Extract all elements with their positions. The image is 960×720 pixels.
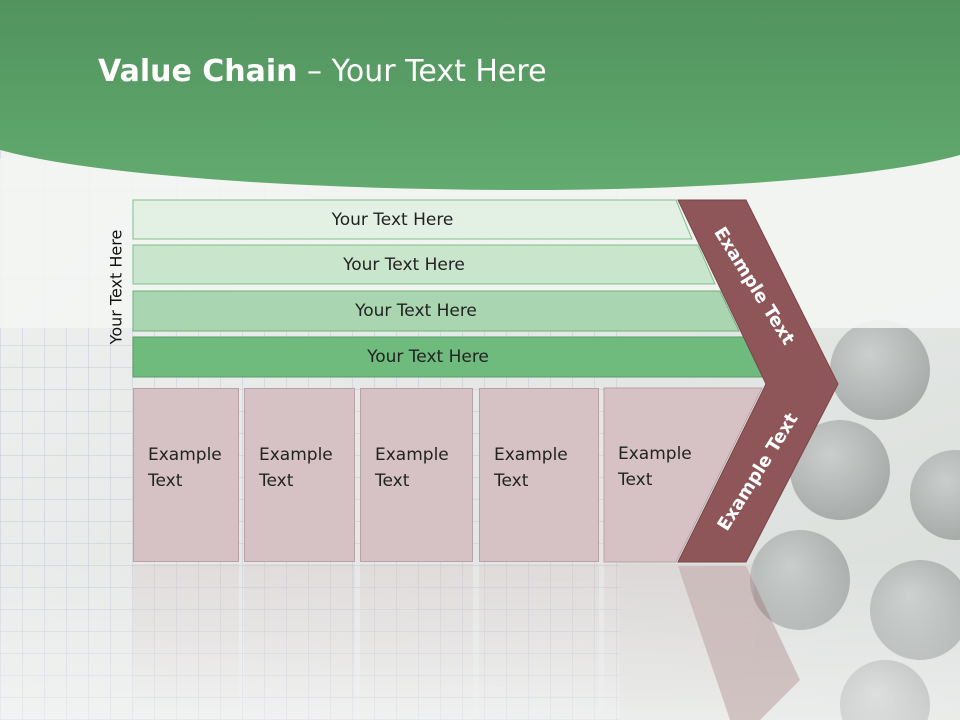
chevron-reflection (678, 566, 800, 720)
boxes-reflection (0, 564, 960, 720)
box-1-reflection (133, 564, 239, 720)
box-4-reflection (479, 564, 599, 720)
bar-1: Your Text Here (133, 200, 692, 239)
box-4: Example Text (479, 388, 599, 562)
box-2: Example Text (244, 388, 355, 562)
bar-3-label: Your Text Here (355, 300, 477, 321)
box-4-line2: Text (494, 471, 529, 491)
bar-4-label: Your Text Here (367, 346, 489, 367)
box-2-line2: Text (259, 471, 294, 491)
title-rest: – Your Text Here (297, 54, 547, 89)
box-5-line1: Example (618, 444, 692, 464)
bar-3: Your Text Here (133, 291, 739, 330)
page-title: Value Chain – Your Text Here (98, 54, 547, 89)
bar-1-shape (132, 199, 693, 240)
box-1: Example Text (133, 388, 239, 562)
box-5-shape (603, 387, 763, 563)
box-5-line2: Text (618, 470, 653, 490)
background-fade (0, 560, 960, 720)
box-5-reflection (604, 564, 754, 720)
bar-2: Your Text Here (133, 245, 715, 284)
box-3-reflection (360, 564, 473, 720)
bar-4: Your Text Here (133, 337, 763, 376)
chevron-shape (677, 199, 839, 563)
box-3-line2: Text (375, 471, 410, 491)
box-1-line2: Text (148, 471, 183, 491)
bar-2-label: Your Text Here (343, 254, 465, 275)
title-bold: Value Chain (98, 54, 298, 89)
calculator-key (870, 560, 960, 660)
box-5: Example Text (604, 388, 764, 562)
box-2-line1: Example (259, 445, 333, 465)
box-4-line1: Example (494, 445, 568, 465)
box-5-text: Example Text (618, 441, 692, 493)
calculator-key (750, 530, 850, 630)
bar-3-shape (132, 290, 740, 332)
calculator-key (830, 320, 930, 420)
bar-1-label: Your Text Here (331, 209, 454, 230)
header-band (0, 0, 960, 190)
box-1-line1: Example (148, 445, 222, 465)
box-3-line1: Example (375, 445, 449, 465)
box-3: Example Text (360, 388, 473, 562)
box-2-reflection (244, 564, 355, 720)
bar-2-shape (132, 244, 716, 285)
